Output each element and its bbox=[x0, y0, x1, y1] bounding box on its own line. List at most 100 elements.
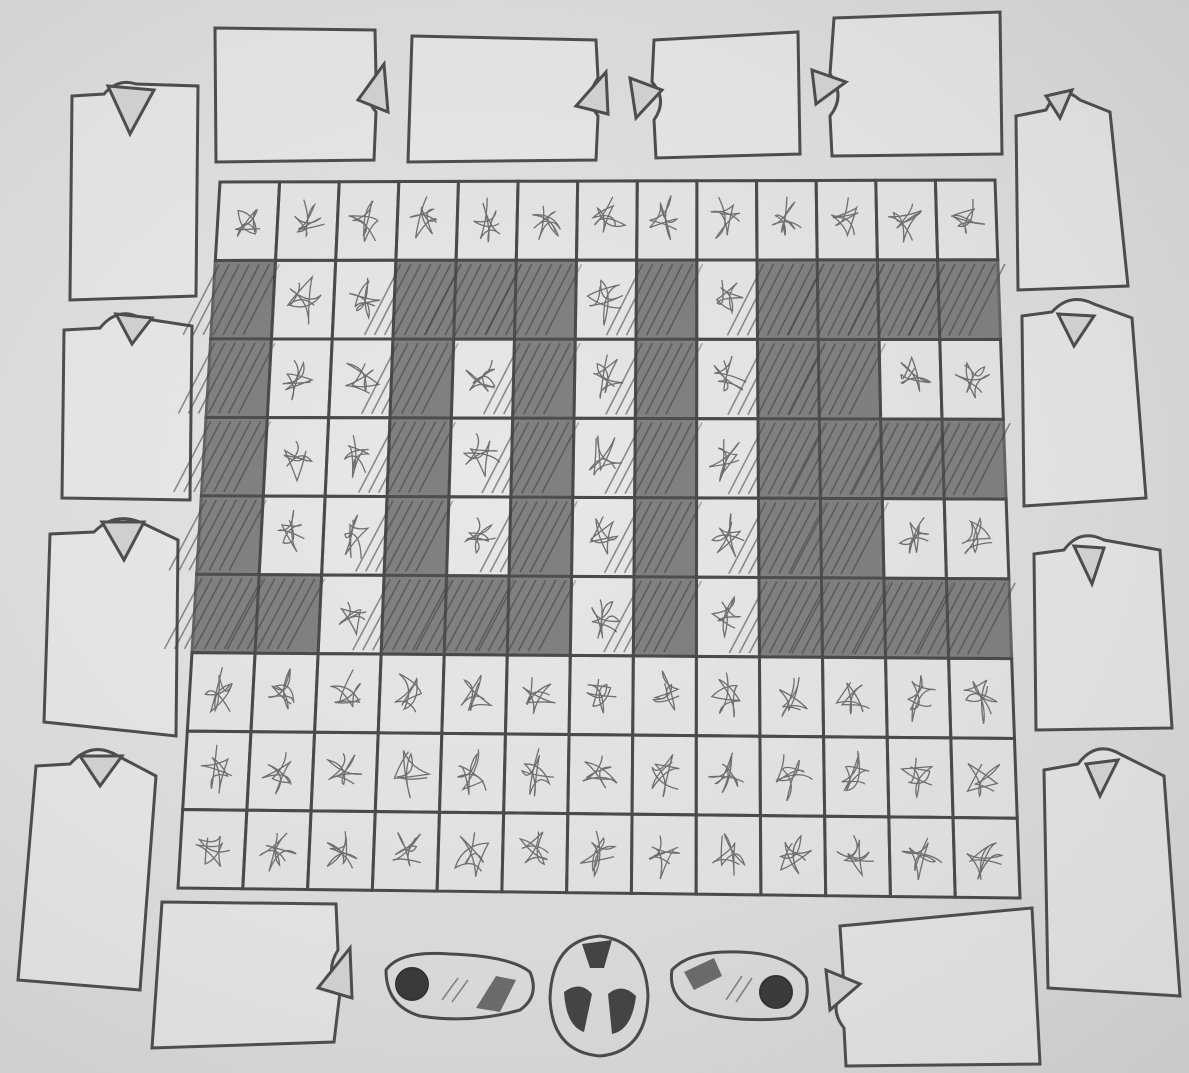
board-cell[interactable] bbox=[308, 811, 376, 890]
board-cell[interactable] bbox=[442, 655, 507, 734]
board-cell[interactable] bbox=[451, 339, 514, 418]
board-cell[interactable] bbox=[251, 653, 318, 732]
board-cell[interactable] bbox=[951, 738, 1017, 818]
board-cell[interactable] bbox=[940, 340, 1004, 420]
board-cell[interactable] bbox=[696, 656, 760, 736]
board-cell[interactable] bbox=[886, 658, 951, 738]
left-card-4[interactable] bbox=[18, 750, 156, 990]
board-cell[interactable] bbox=[187, 653, 255, 732]
board-cell[interactable] bbox=[311, 732, 378, 811]
left-card-1[interactable] bbox=[70, 82, 198, 300]
center-dial-icon[interactable] bbox=[550, 936, 648, 1056]
right-card-4[interactable] bbox=[1044, 749, 1180, 996]
board-cell[interactable] bbox=[760, 816, 825, 896]
board-grid bbox=[164, 180, 1020, 898]
board-cell[interactable] bbox=[332, 260, 396, 339]
board-cell[interactable] bbox=[823, 657, 888, 737]
board-cell[interactable] bbox=[215, 182, 279, 261]
board-cell[interactable] bbox=[757, 180, 818, 260]
board-cell[interactable] bbox=[502, 813, 568, 893]
board-cell[interactable] bbox=[322, 496, 387, 575]
board-cell[interactable] bbox=[449, 418, 513, 497]
board-cell[interactable] bbox=[949, 658, 1015, 738]
board-cell[interactable] bbox=[567, 814, 632, 894]
board-cell[interactable] bbox=[575, 260, 636, 339]
board-cell[interactable] bbox=[887, 737, 953, 817]
board-cell[interactable] bbox=[183, 731, 251, 810]
left-slider-icon[interactable] bbox=[386, 953, 533, 1019]
board-cell[interactable] bbox=[879, 339, 942, 419]
board-cell[interactable] bbox=[372, 812, 439, 892]
board-cell[interactable] bbox=[889, 817, 955, 897]
board-cell[interactable] bbox=[637, 181, 697, 260]
board-cell[interactable] bbox=[271, 260, 335, 339]
board-cell[interactable] bbox=[447, 497, 511, 576]
left-card-3[interactable] bbox=[44, 519, 178, 736]
board-cell[interactable] bbox=[456, 181, 518, 260]
board-cell[interactable] bbox=[574, 339, 636, 418]
board-cell[interactable] bbox=[573, 418, 636, 497]
board-cell[interactable] bbox=[631, 814, 696, 894]
board-cell[interactable] bbox=[696, 498, 758, 578]
bottom-card-right[interactable] bbox=[826, 908, 1040, 1066]
right-slider-icon[interactable] bbox=[671, 952, 807, 1020]
board-cell[interactable] bbox=[378, 654, 444, 733]
board-cell[interactable] bbox=[697, 339, 758, 418]
top-card-3[interactable] bbox=[630, 32, 800, 158]
board-cell[interactable] bbox=[572, 497, 635, 576]
board-cell[interactable] bbox=[697, 260, 758, 339]
board-cell[interactable] bbox=[164, 574, 261, 653]
board-cell[interactable] bbox=[178, 810, 247, 889]
board-cell[interactable] bbox=[882, 499, 946, 579]
bottom-controls bbox=[386, 936, 807, 1056]
right-card-1[interactable] bbox=[1016, 90, 1128, 290]
board-cell[interactable] bbox=[696, 815, 761, 895]
board-cell[interactable] bbox=[329, 339, 393, 418]
board-cell[interactable] bbox=[267, 339, 332, 418]
board-cell[interactable] bbox=[243, 810, 311, 889]
board-cell[interactable] bbox=[876, 180, 938, 260]
board-cell[interactable] bbox=[632, 735, 696, 815]
board-cell[interactable] bbox=[696, 736, 760, 816]
board-cell[interactable] bbox=[759, 657, 823, 737]
top-card-4[interactable] bbox=[812, 12, 1002, 156]
board-cell[interactable] bbox=[315, 654, 382, 733]
board-cell[interactable] bbox=[633, 656, 697, 736]
board-cell[interactable] bbox=[824, 737, 889, 817]
board-cell[interactable] bbox=[760, 736, 825, 816]
board-cell[interactable] bbox=[336, 182, 399, 261]
board-cell[interactable] bbox=[439, 733, 505, 813]
top-card-2[interactable] bbox=[408, 36, 608, 162]
board-cell[interactable] bbox=[816, 180, 877, 260]
board-cell[interactable] bbox=[325, 418, 390, 497]
right-card-2[interactable] bbox=[1022, 300, 1146, 507]
bottom-card-left[interactable] bbox=[152, 902, 352, 1048]
board-cell[interactable] bbox=[505, 655, 570, 735]
board-cell[interactable] bbox=[396, 181, 459, 260]
board-cell[interactable] bbox=[247, 732, 315, 811]
board-cell[interactable] bbox=[944, 499, 1009, 579]
board-cell[interactable] bbox=[504, 734, 569, 814]
board-cell[interactable] bbox=[569, 655, 633, 735]
left-card-2[interactable] bbox=[62, 314, 192, 500]
board-cell[interactable] bbox=[169, 496, 266, 575]
right-cards bbox=[1016, 90, 1180, 996]
board-cell[interactable] bbox=[516, 181, 577, 260]
board-cell[interactable] bbox=[375, 733, 442, 812]
board-cell[interactable] bbox=[825, 816, 891, 896]
board-cell[interactable] bbox=[697, 419, 759, 499]
right-card-3[interactable] bbox=[1034, 536, 1172, 730]
board-cell[interactable] bbox=[259, 496, 325, 575]
board-cell[interactable] bbox=[953, 818, 1020, 898]
top-card-1[interactable] bbox=[215, 28, 388, 162]
board-cell[interactable] bbox=[318, 575, 384, 654]
board-cell[interactable] bbox=[697, 181, 757, 260]
board-cell[interactable] bbox=[570, 576, 634, 656]
board-cell[interactable] bbox=[568, 734, 633, 814]
board-cell[interactable] bbox=[437, 812, 504, 892]
board-cell[interactable] bbox=[276, 182, 340, 261]
board-cell[interactable] bbox=[263, 417, 328, 496]
board-cell[interactable] bbox=[576, 181, 637, 260]
board-cell[interactable] bbox=[696, 577, 759, 657]
board-cell[interactable] bbox=[935, 180, 997, 260]
